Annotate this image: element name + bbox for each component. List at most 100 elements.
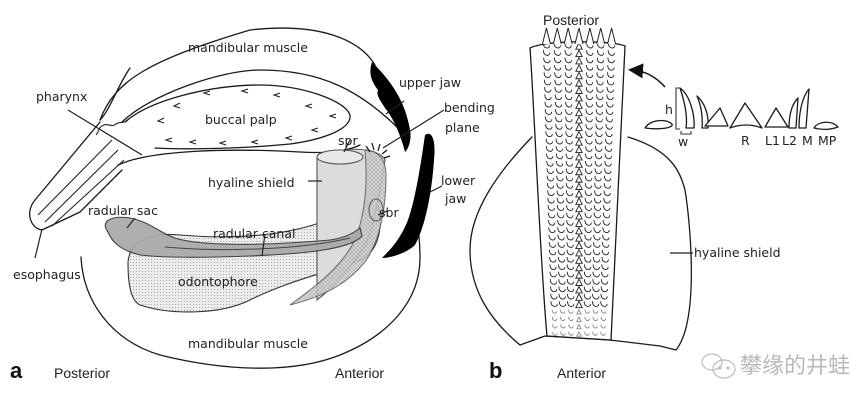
radular-tooth <box>558 264 566 270</box>
label-radular-canal: radular canal <box>213 226 296 241</box>
radular-tooth <box>604 153 612 160</box>
radular-tooth <box>543 79 552 86</box>
hyaline-shield-cylinder <box>289 142 391 306</box>
watermark-text: 攀缘的井蛙 <box>740 354 850 379</box>
radular-tooth <box>550 286 558 293</box>
radular-tooth <box>594 183 602 189</box>
radular-tooth <box>586 50 594 56</box>
radular-tooth <box>565 175 574 182</box>
radular-tooth-cusp <box>607 27 617 45</box>
radular-tooth <box>557 256 566 263</box>
label-mandibular-muscle-top: mandibular muscle <box>188 40 308 55</box>
radular-tooth <box>595 123 603 130</box>
label-hyaline-shield-b: hyaline shield <box>694 245 781 260</box>
radular-tooth <box>575 300 583 309</box>
label-bending-plane-1: bending <box>444 100 495 115</box>
radular-tooth <box>592 279 600 285</box>
radular-tooth <box>566 271 575 278</box>
radular-tooth <box>585 146 593 152</box>
radular-tooth <box>565 183 574 189</box>
buccal-palp-chevrons <box>156 88 337 146</box>
radular-tooth <box>546 175 555 182</box>
radular-tooth <box>606 101 614 108</box>
radular-tooth <box>584 168 593 174</box>
radular-tooth <box>604 168 612 174</box>
radular-tooth <box>564 64 573 71</box>
radular-tooth <box>583 279 592 285</box>
radular-tooth <box>566 286 575 293</box>
tooth-lateral-small <box>704 107 729 127</box>
radular-tooth <box>553 57 562 64</box>
orientation-posterior-a: Posterior <box>54 365 110 381</box>
radular-tooth <box>584 219 592 226</box>
radular-tooth <box>602 219 610 226</box>
radular-tooth <box>551 316 558 322</box>
radular-tooth <box>555 160 564 167</box>
radular-tooth <box>584 227 592 233</box>
radular-tooth <box>593 212 601 219</box>
radular-tooth <box>585 131 593 137</box>
radular-tooth <box>548 242 557 248</box>
radular-tooth <box>566 234 574 241</box>
radular-tooth <box>566 205 574 211</box>
radular-tooth <box>546 168 554 174</box>
radular-tooth <box>600 316 607 322</box>
radular-tooth <box>604 146 613 152</box>
radular-tooth <box>554 109 563 115</box>
radular-tooth <box>546 183 555 189</box>
radular-tooth <box>593 219 601 226</box>
radular-tooth <box>592 309 599 314</box>
label-lower-jaw-2: jaw <box>444 191 466 206</box>
radular-tooth <box>606 79 615 86</box>
radular-tooth <box>565 138 573 145</box>
radular-tooth <box>555 131 563 137</box>
label-upper-jaw: upper jaw <box>399 75 461 90</box>
radular-tooth <box>568 316 574 322</box>
label-radular-sac: radular sac <box>88 203 158 218</box>
tooth-M <box>798 88 810 129</box>
radular-tooth <box>585 87 594 93</box>
radular-tooth <box>585 109 593 115</box>
radular-tooth <box>584 212 592 219</box>
radular-tooth <box>596 79 604 86</box>
orientation-posterior-b: Posterior <box>543 12 599 28</box>
radular-tooth <box>549 271 557 278</box>
radular-tooth <box>584 242 592 248</box>
radular-tooth <box>607 42 616 49</box>
radular-tooth <box>591 301 600 307</box>
radular-tooth <box>584 190 593 197</box>
radular-tooth <box>550 301 558 307</box>
wechat-icon <box>701 353 736 379</box>
radular-tooth <box>592 316 598 322</box>
label-tooth-L1: L1 <box>765 133 780 148</box>
label-tooth-R: R <box>741 133 750 148</box>
radular-tooth <box>555 138 563 145</box>
mandibular-muscle-outline <box>80 27 421 369</box>
label-tooth-L2: L2 <box>782 133 797 148</box>
radular-tooth <box>584 264 592 270</box>
radular-tooth <box>600 286 608 293</box>
radular-tooth <box>583 286 592 293</box>
radular-tooth <box>565 190 574 197</box>
radular-tooth <box>586 57 594 64</box>
radular-tooth <box>558 286 566 293</box>
radular-tooth <box>602 227 610 233</box>
radular-tooth <box>560 331 566 336</box>
radular-tooth <box>545 123 553 130</box>
radular-tooth <box>603 205 611 211</box>
radular-tooth <box>547 197 555 204</box>
radular-tooth-cusp <box>563 27 573 45</box>
radular-tooth <box>554 72 562 78</box>
radular-tooth <box>556 175 564 182</box>
radular-tooth <box>568 331 574 336</box>
radular-tooth-cusp <box>585 27 595 45</box>
radular-tooth <box>600 331 606 336</box>
radular-tooth-cusp <box>574 27 584 45</box>
radular-tooth <box>557 249 566 256</box>
radular-tooth <box>566 197 574 204</box>
tooth-L1 <box>764 107 789 128</box>
radular-tooth <box>597 42 605 49</box>
radular-tooth <box>584 234 592 241</box>
radular-tooth <box>545 131 553 137</box>
radular-tooth <box>606 94 614 101</box>
